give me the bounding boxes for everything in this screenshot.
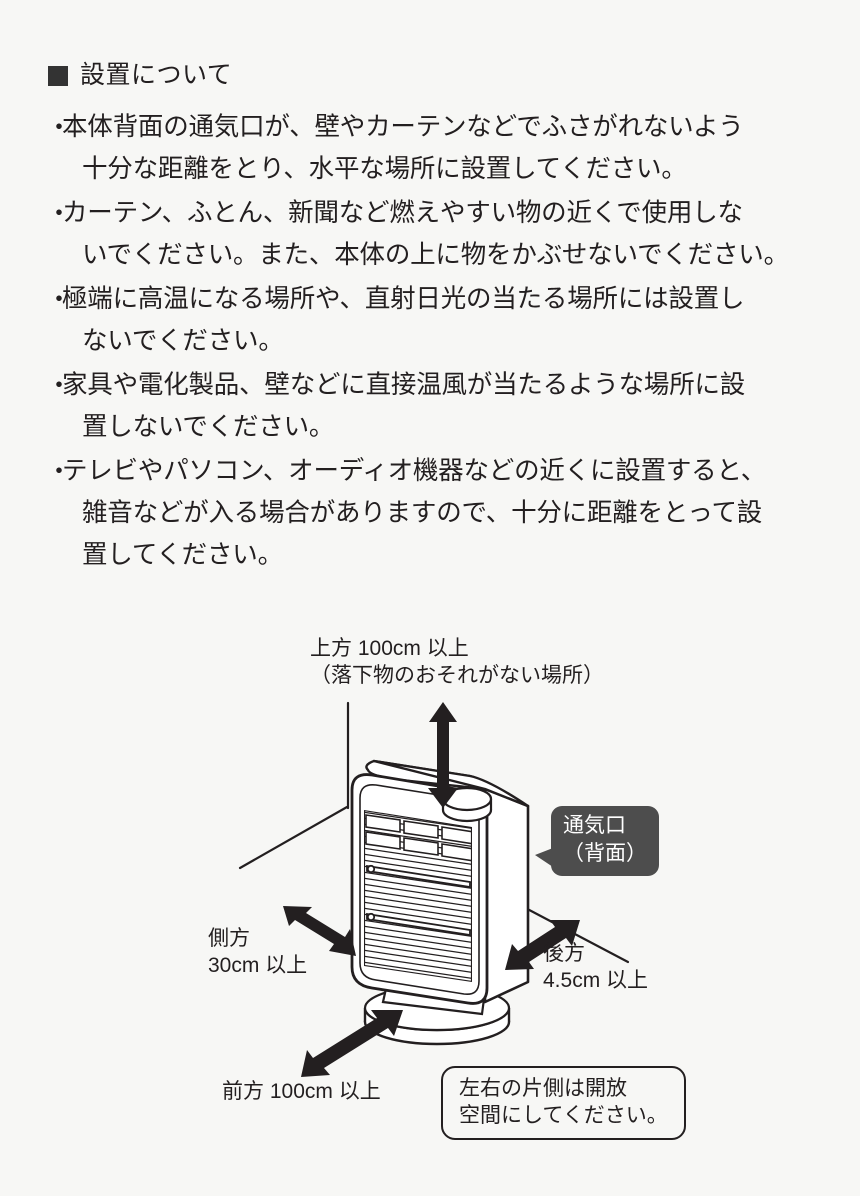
open-space-note-line2: 空間にしてください。: [459, 1104, 668, 1127]
bullet-marker: ・: [46, 370, 73, 400]
vent-callout-line1: 通気口: [563, 814, 626, 837]
clearance-top-line2: （落下物のおそれがない場所）: [310, 664, 604, 687]
body-top-right-face: [372, 759, 530, 808]
section-heading-text: 設置について: [80, 61, 233, 89]
list-item: ・ テレビやパソコン、オーディオ機器などの近くに設置すると、 雑音などが入る場合…: [46, 450, 836, 576]
note-line: ないでください。: [82, 327, 284, 355]
arrow-rear: [505, 920, 580, 970]
open-space-note-box: 左右の片側は開放 空間にしてください。: [441, 1066, 686, 1140]
note-line: 置してください。: [82, 541, 283, 569]
note-line: カーテン、ふとん、新聞など燃えやすい物の近くで使用しな: [62, 199, 743, 227]
clearance-rear-line2: 4.5cm 以上: [543, 969, 649, 992]
section-heading: 設置について: [48, 63, 232, 88]
note-line: 本体背面の通気口が、壁やカーテンなどでふさがれないよう: [62, 113, 744, 141]
bullet-marker: ・: [46, 456, 73, 486]
heater-grille: [364, 810, 472, 982]
clearance-front-line1: 前方 100cm 以上: [222, 1080, 381, 1103]
bullet-marker: ・: [46, 198, 73, 228]
bullet-marker: ・: [46, 284, 73, 314]
note-line: 置しないでください。: [82, 413, 335, 441]
installation-clearance-diagram: 上方 100cm 以上 （落下物のおそれがない場所） 側方 30cm 以上 後方…: [0, 610, 860, 1170]
list-item-text: 家具や電化製品、壁などに直接温風が当たるような場所に設 置しないでください。: [62, 364, 836, 448]
list-item-text: カーテン、ふとん、新聞など燃えやすい物の近くで使用しな いでください。また、本体…: [62, 192, 836, 276]
clearance-rear-line1: 後方: [543, 942, 585, 965]
note-line: テレビやパソコン、オーディオ機器などの近くに設置すると、: [62, 457, 767, 485]
heater-knob: [441, 786, 493, 823]
note-line: 雑音などが入る場合がありますので、十分に距離をとって設: [82, 499, 763, 527]
diagram-artwork: [238, 701, 630, 1077]
list-item-text: 極端に高温になる場所や、直射日光の当たる場所には設置し ないでください。: [62, 278, 836, 362]
clearance-side-line2: 30cm 以上: [208, 954, 308, 977]
list-item-text: テレビやパソコン、オーディオ機器などの近くに設置すると、 雑音などが入る場合があ…: [62, 450, 836, 576]
arrow-front: [301, 1010, 403, 1077]
installation-notes-list: ・ 本体背面の通気口が、壁やカーテンなどでふさがれないよう 十分な距離をとり、水…: [46, 106, 836, 578]
note-line: いでください。また、本体の上に物をかぶせないでください。: [82, 241, 789, 269]
note-line: 家具や電化製品、壁などに直接温風が当たるような場所に設: [62, 371, 746, 399]
callout-pointer-icon: [535, 848, 553, 867]
heater-illustration: [350, 759, 530, 1046]
vent-callout-line2: （背面）: [563, 842, 647, 865]
list-item: ・ 極端に高温になる場所や、直射日光の当たる場所には設置し ないでください。: [46, 278, 836, 362]
body-right-face: [483, 787, 530, 1004]
clearance-label-rear: 後方 4.5cm 以上: [543, 940, 648, 994]
clearance-label-front: 前方 100cm 以上: [222, 1078, 381, 1105]
floor-line-left: [238, 805, 349, 870]
list-item-text: 本体背面の通気口が、壁やカーテンなどでふさがれないよう 十分な距離をとり、水平な…: [62, 106, 836, 190]
note-line: 十分な距離をとり、水平な場所に設置してください。: [82, 155, 687, 183]
arrow-side: [283, 906, 356, 956]
list-item: ・ カーテン、ふとん、新聞など燃えやすい物の近くで使用しな いでください。また、…: [46, 192, 836, 276]
clearance-arrows: [283, 702, 580, 1077]
body-front-bezel: [359, 783, 480, 996]
note-line: 極端に高温になる場所や、直射日光の当たる場所には設置し: [62, 285, 745, 313]
clearance-top-line1: 上方 100cm 以上: [310, 637, 469, 660]
bullet-marker: ・: [46, 112, 73, 142]
filled-square-icon: [48, 65, 68, 86]
open-space-note-line1: 左右の片側は開放: [459, 1077, 627, 1100]
arrow-top: [428, 702, 458, 808]
vent-callout: 通気口 （背面）: [535, 806, 659, 876]
clearance-label-side: 側方 30cm 以上: [208, 925, 307, 979]
clearance-side-line1: 側方: [208, 927, 250, 950]
clearance-label-top: 上方 100cm 以上 （落下物のおそれがない場所）: [310, 635, 604, 689]
list-item: ・ 本体背面の通気口が、壁やカーテンなどでふさがれないよう 十分な距離をとり、水…: [46, 106, 836, 190]
list-item: ・ 家具や電化製品、壁などに直接温風が当たるような場所に設 置しないでください。: [46, 364, 836, 448]
